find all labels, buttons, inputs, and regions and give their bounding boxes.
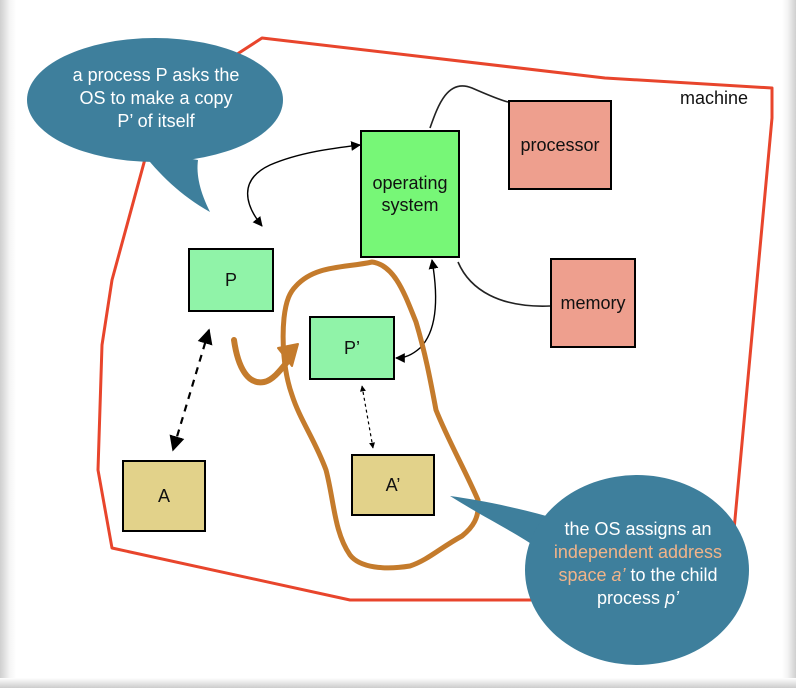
callout-bottom-line-3-pre: space [558, 565, 612, 585]
callout-top-line-3: P’ of itself [117, 111, 195, 131]
callout-bottom-line-4-italic: p’ [665, 588, 680, 608]
callout-bottom-line-2: independent address [553, 542, 723, 562]
callout-top-text: a process P asks the OS to make a copy P… [40, 64, 272, 133]
child-process-outline [280, 259, 481, 571]
p-a-dashed-arrow [169, 328, 213, 452]
process-p-prime-box[interactable]: P’ [309, 316, 395, 380]
process-p-box[interactable]: P [188, 248, 274, 312]
operating-system-box[interactable]: operating system [360, 130, 460, 258]
slide-bottom-edge-shadow [0, 678, 796, 688]
process-p-label: P [224, 269, 237, 290]
os-processor-connector [429, 85, 509, 129]
address-space-a-prime-label: A’ [385, 474, 401, 495]
processor-box[interactable]: processor [508, 100, 612, 190]
memory-box[interactable]: memory [550, 258, 636, 348]
pprime-aprime-dashed-arrow [359, 385, 376, 449]
processor-label: processor [520, 134, 600, 155]
address-space-a-prime-box[interactable]: A’ [351, 454, 435, 516]
memory-label: memory [560, 292, 626, 313]
callout-bottom-line-3-post: to the child [625, 565, 718, 585]
callout-bottom-line-3: space a’ to the child [548, 564, 728, 587]
callout-bubble-bottom [450, 475, 749, 665]
callout-bottom-line-3-italic: a’ [611, 565, 626, 585]
slide-left-edge-shadow [0, 0, 16, 688]
address-space-a-box[interactable]: A [122, 460, 206, 532]
callout-bottom-line-4: process p’ [548, 587, 728, 610]
callout-top-line-1: a process P asks the [72, 65, 240, 85]
fork-arrow [231, 337, 295, 386]
callout-bottom-line-4-pre: process [596, 588, 665, 608]
callout-bottom-line-1: the OS assigns an [564, 519, 712, 539]
machine-label: machine [680, 88, 749, 108]
address-space-a-label: A [157, 485, 170, 506]
callout-bubble-top [27, 38, 283, 212]
slide-right-edge-shadow [782, 0, 796, 688]
operating-system-label: operating system [372, 172, 448, 216]
os-pprime-arrow [395, 259, 439, 363]
os-memory-connector [457, 261, 551, 307]
process-p-prime-label: P’ [343, 337, 360, 358]
fork-arrowhead [277, 343, 299, 367]
callout-top-line-2: OS to make a copy [79, 88, 233, 108]
callout-bottom-text: the OS assigns an independent address sp… [548, 518, 728, 610]
p-os-arrow [246, 141, 361, 227]
